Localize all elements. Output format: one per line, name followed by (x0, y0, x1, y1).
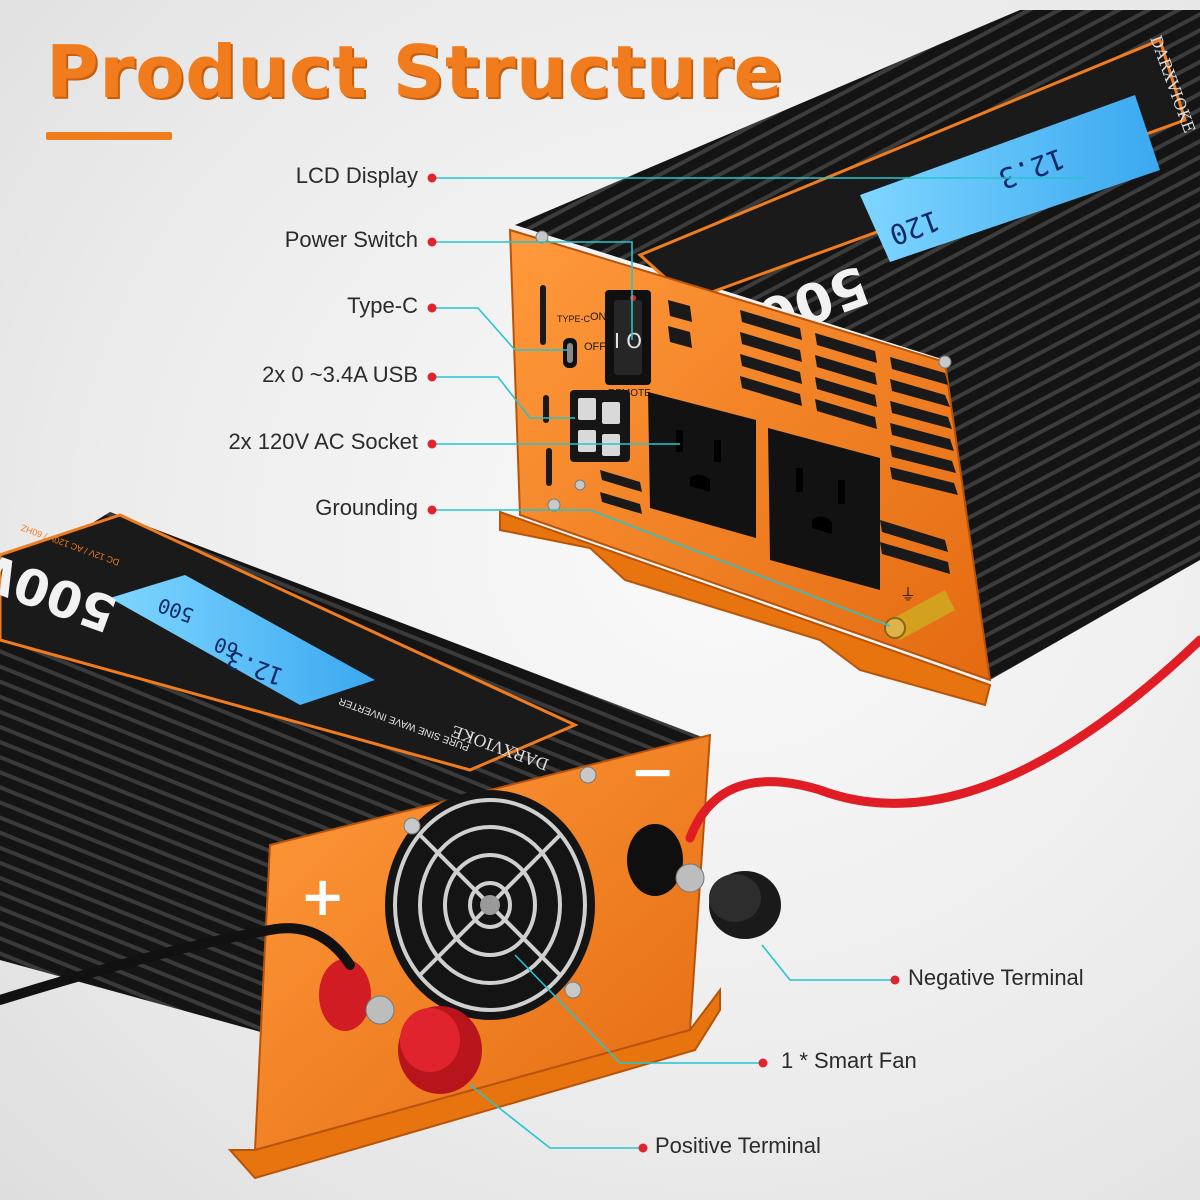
leader-lines (432, 177, 1085, 1149)
top-panel-screws (535, 230, 952, 512)
callout-negative-terminal: Negative Terminal (908, 965, 1084, 990)
title-underline (46, 132, 172, 140)
grounding-terminal[interactable]: ⏚ (884, 585, 955, 640)
type-c-port-label: TYPE-C (557, 314, 591, 324)
bottom-inverter-mounting-foot (227, 987, 721, 1180)
callout-grounding: Grounding (315, 495, 418, 520)
callout-smart-fan: 1 * Smart Fan (781, 1048, 917, 1073)
callout-power-switch: Power Switch (284, 227, 418, 252)
switch-label-on: ON (590, 311, 607, 323)
bottom-inverter: 12.3 60 500 500W DC 12V / AC 120V / 60HZ… (0, 512, 1200, 1180)
ac-socket-1[interactable] (648, 392, 756, 538)
negative-cable (685, 635, 1200, 843)
smart-fan (385, 790, 595, 1020)
usb-ports[interactable] (570, 390, 630, 462)
callout-lcd-display: LCD Display (295, 163, 418, 188)
switch-label-off: OFF (584, 341, 606, 353)
top-inverter-mounting-foot (499, 510, 992, 707)
top-inverter-vents (600, 300, 958, 574)
leader-dots (427, 173, 900, 1153)
positive-terminal[interactable] (319, 959, 482, 1094)
callout-ac-socket: 2x 120V AC Socket (228, 429, 418, 454)
minus-sign: − (630, 740, 675, 803)
svg-text:⏚: ⏚ (900, 585, 916, 604)
bottom-inverter-lcd (110, 575, 375, 705)
callout-usb: 2x 0 ~3.4A USB (262, 362, 418, 387)
top-inverter: 12.3 120 500W DARXVIOKE (499, 10, 1200, 707)
callout-type-c: Type-C (347, 293, 418, 318)
negative-terminal[interactable] (627, 824, 781, 939)
svg-text:I O: I O (614, 329, 642, 353)
callout-positive-terminal: Positive Terminal (655, 1133, 821, 1158)
plus-sign: + (300, 865, 345, 928)
positive-cable (0, 923, 355, 1005)
power-switch[interactable]: I O (605, 290, 651, 385)
page-title: Product Structure (46, 30, 783, 114)
type-c-port[interactable] (563, 338, 577, 368)
top-inverter-side-slots (540, 285, 552, 486)
ac-socket-2[interactable] (768, 428, 880, 590)
